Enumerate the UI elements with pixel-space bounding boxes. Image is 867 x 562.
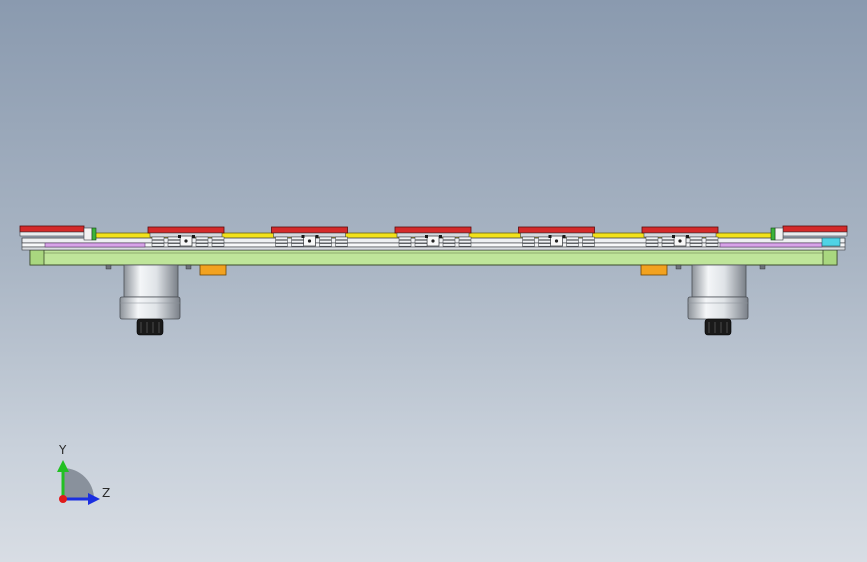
carriage [147, 226, 225, 247]
y-axis-label: Y [59, 443, 67, 457]
bolt [185, 264, 192, 270]
x-axis-dot [59, 495, 67, 503]
bolt [675, 264, 682, 270]
carriage [518, 226, 595, 247]
carriage-group [147, 226, 719, 247]
carriage [641, 226, 719, 247]
cyan-strip [821, 237, 841, 247]
triad-quadrant-icon [63, 468, 94, 499]
red-end-rail-right [782, 225, 848, 233]
orange-block-left [199, 264, 227, 276]
pink-strip-left [44, 242, 146, 248]
carriage [394, 226, 472, 247]
motor-left [119, 264, 181, 336]
z-axis-label: Z [102, 486, 111, 500]
carriage [271, 226, 348, 247]
bolt [759, 264, 766, 270]
base-plate [29, 249, 838, 266]
pink-strip-right [719, 242, 823, 248]
motor-right [687, 264, 749, 336]
orange-block-right [640, 264, 668, 276]
orientation-triad[interactable] [57, 460, 100, 505]
red-end-rail-left [19, 225, 85, 233]
bolt [105, 264, 112, 270]
